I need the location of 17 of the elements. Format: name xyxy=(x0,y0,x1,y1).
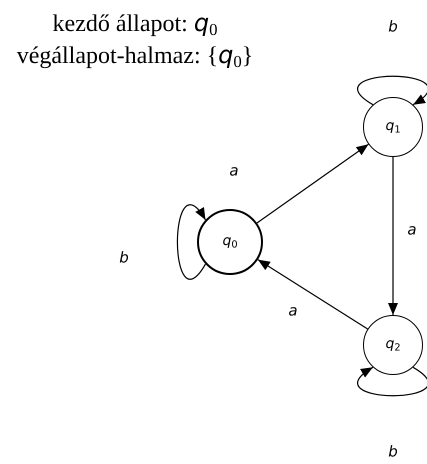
state-circle xyxy=(363,97,423,157)
arrow xyxy=(357,76,427,106)
annotation-text: végállapot-halmaz: {q$_{0}$} xyxy=(16,40,254,74)
arrow xyxy=(357,366,427,396)
edge-label: b xyxy=(387,444,399,460)
accepting-state-circle xyxy=(197,209,263,275)
state-circle xyxy=(363,315,423,375)
state-name: q$_{0}$ xyxy=(222,233,238,251)
state-name: q$_{1}$ xyxy=(385,118,401,136)
arrow xyxy=(176,204,206,280)
arrow xyxy=(388,157,398,315)
state-name: q$_{2}$ xyxy=(385,336,401,354)
edge-label: b xyxy=(118,250,130,266)
arrow xyxy=(256,144,369,224)
edge-label: b xyxy=(387,20,399,34)
arrow xyxy=(258,259,368,330)
annotation-text: kezdő állapot: q$_{0}$ xyxy=(52,8,218,42)
